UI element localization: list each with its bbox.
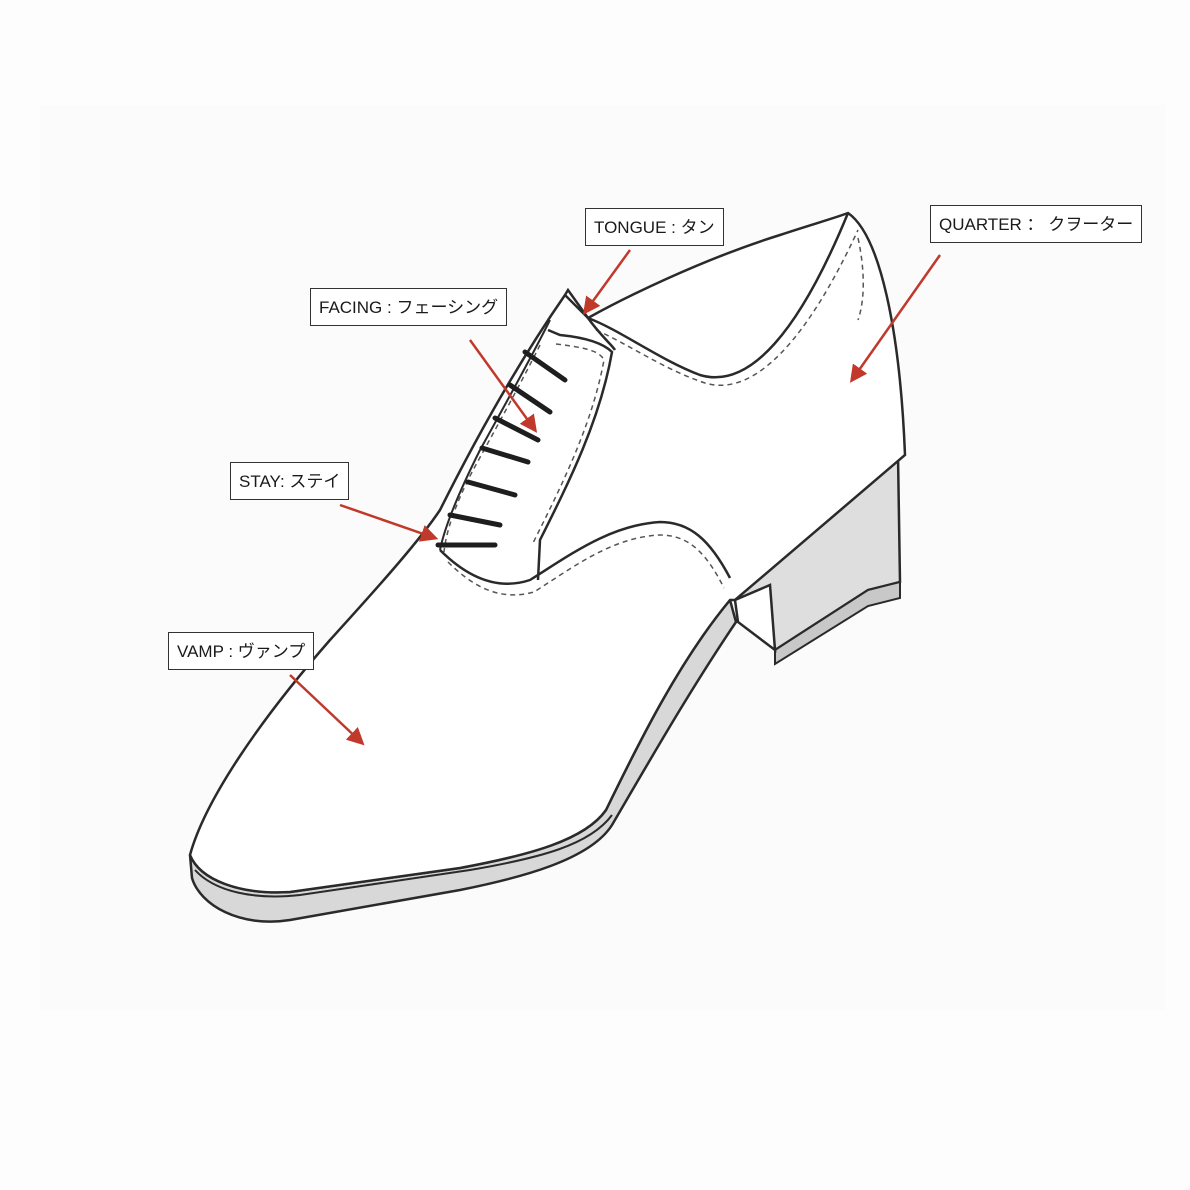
vamp-arrow bbox=[289, 674, 365, 746]
inner-facing-stitch bbox=[443, 344, 541, 553]
quarter-label: QUARTER ： クヲーター bbox=[930, 205, 1143, 243]
facing-outline bbox=[536, 328, 614, 581]
welt-line bbox=[194, 814, 613, 898]
facing-label: FACING : フェーシング bbox=[310, 288, 508, 326]
stay-arrow bbox=[339, 503, 439, 542]
facing-arrow bbox=[468, 339, 538, 433]
callout-arrows bbox=[289, 249, 942, 746]
vamp-label: VAMP : ヴァンプ bbox=[168, 632, 315, 670]
quarter-arrow bbox=[849, 254, 942, 383]
heel-counter-stitch bbox=[857, 237, 864, 321]
vamp-stitch bbox=[447, 534, 725, 596]
tongue-label: TONGUE : タン bbox=[585, 208, 724, 246]
heel-top-lift bbox=[774, 580, 901, 666]
facing-stitch bbox=[531, 343, 605, 546]
tongue-arrow bbox=[582, 249, 632, 315]
upper-outline bbox=[188, 211, 907, 894]
heel-breast bbox=[733, 583, 777, 653]
stay-label: STAY: ステイ bbox=[230, 462, 350, 500]
quarter-topline bbox=[587, 212, 850, 379]
vamp-seam bbox=[439, 520, 732, 585]
laces bbox=[435, 349, 568, 548]
quarter-stitch bbox=[595, 229, 859, 386]
tongue-shape bbox=[564, 294, 617, 351]
